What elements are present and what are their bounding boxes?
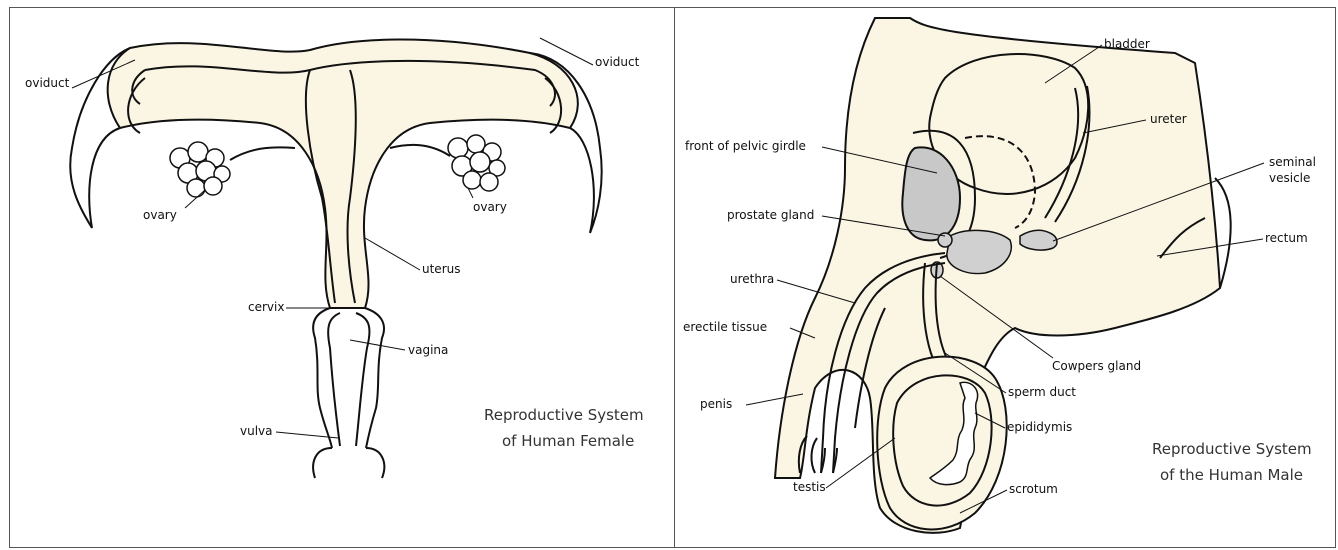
left-ovary-ligament: [230, 147, 295, 160]
label-vulva: vulva: [240, 424, 273, 438]
label-cervix: cervix: [248, 300, 284, 314]
male-caption-line1: Reproductive System: [1152, 440, 1312, 458]
left-ovary: [170, 142, 230, 197]
label-epididymis: epididymis: [1007, 420, 1072, 434]
scrotum-shape: [877, 357, 1006, 530]
label-urethra: urethra: [730, 272, 774, 286]
label-penis: penis: [700, 397, 732, 411]
male-caption-line2: of the Human Male: [1160, 466, 1303, 484]
cervix-shape: [313, 308, 384, 448]
label-scrotum: scrotum: [1009, 482, 1058, 496]
seminal-vesicle-shape: [1020, 230, 1057, 250]
vagina-inner: [328, 313, 369, 446]
female-diagram-panel: oviduct oviduct ovary ovary uterus cervi…: [9, 7, 675, 548]
label-oviduct-right: oviduct: [595, 55, 640, 69]
label-front-pelvic-girdle: front of pelvic girdle: [685, 139, 806, 153]
label-ureter: ureter: [1150, 112, 1187, 126]
label-rectum: rectum: [1265, 231, 1308, 245]
male-diagram-panel: bladder ureter seminal vesicle rectum fr…: [674, 7, 1336, 548]
label-vagina: vagina: [408, 343, 448, 357]
label-bladder: bladder: [1104, 37, 1150, 51]
vulva-shape: [313, 448, 384, 478]
label-prostate-gland: prostate gland: [727, 208, 814, 222]
label-erectile-tissue: erectile tissue: [683, 320, 767, 334]
label-testis: testis: [793, 480, 826, 494]
right-ovary-ligament: [390, 145, 450, 156]
female-reproductive-diagram: oviduct oviduct ovary ovary uterus cervi…: [10, 8, 674, 547]
label-oviduct-left: oviduct: [25, 76, 70, 90]
female-caption-line2: of Human Female: [502, 432, 634, 450]
label-seminal-vesicle-1: seminal: [1269, 155, 1316, 169]
right-ovary: [448, 135, 505, 191]
female-caption-line1: Reproductive System: [484, 406, 644, 424]
label-ovary-left: ovary: [143, 208, 177, 222]
male-reproductive-diagram: bladder ureter seminal vesicle rectum fr…: [675, 8, 1335, 547]
label-sperm-duct: sperm duct: [1008, 385, 1076, 399]
label-cowpers-gland: Cowpers gland: [1052, 359, 1141, 373]
label-ovary-right: ovary: [473, 200, 507, 214]
label-seminal-vesicle-2: vesicle: [1269, 171, 1310, 185]
label-uterus: uterus: [422, 262, 460, 276]
